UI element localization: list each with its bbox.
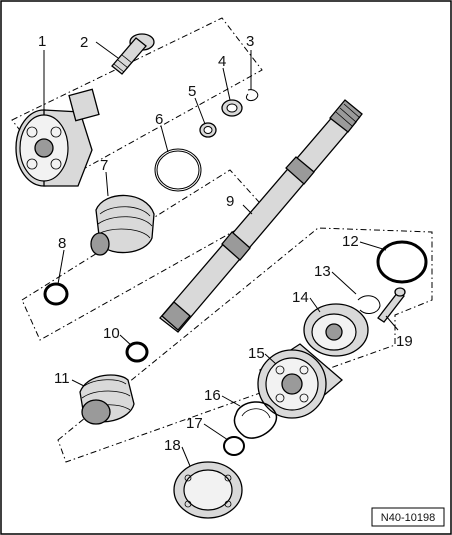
cap [173, 461, 243, 519]
inner-joint-group-box [57, 227, 433, 463]
outer-cv-joint [15, 88, 100, 187]
gasket [233, 401, 278, 439]
outer-boot [90, 194, 155, 256]
hose-clip-8 [43, 282, 69, 306]
callout-13: 13 [314, 263, 331, 280]
hose-clip-6 [154, 148, 202, 192]
callout-3: 3 [246, 33, 254, 50]
circlip-13 [357, 295, 381, 314]
drive-shaft [159, 99, 363, 333]
callout-5: 5 [188, 83, 196, 100]
reference-code-box: N40-10198 [371, 507, 445, 527]
callout-17: 17 [186, 415, 203, 432]
inner-cv-joint [257, 343, 344, 419]
callout-4: 4 [218, 53, 226, 70]
callout-19: 19 [396, 333, 413, 350]
callout-18: 18 [164, 437, 181, 454]
inner-boot [79, 374, 135, 425]
callout-12: 12 [342, 233, 359, 250]
circlip-3 [245, 89, 259, 101]
bolt [111, 33, 155, 75]
hose-clip-12 [376, 240, 428, 284]
leader-lines [43, 41, 399, 467]
inner-cv-joint-cover [303, 303, 369, 357]
bolt-19 [377, 287, 406, 323]
circlip-17 [223, 436, 245, 456]
callout-15: 15 [248, 345, 265, 362]
callout-14: 14 [292, 289, 309, 306]
callout-labels: 1 2 3 4 5 6 7 8 9 10 11 12 13 14 15 16 1… [38, 33, 413, 454]
spacer-ring-4 [221, 99, 243, 117]
callout-1: 1 [38, 33, 46, 50]
callout-9: 9 [226, 193, 234, 210]
reference-code: N40-10198 [381, 512, 435, 524]
callout-16: 16 [204, 387, 221, 404]
callout-11: 11 [54, 370, 70, 387]
callout-6: 6 [155, 111, 163, 128]
callout-2: 2 [80, 34, 88, 51]
callout-8: 8 [58, 235, 66, 252]
callout-10: 10 [103, 325, 120, 342]
callout-7: 7 [100, 157, 108, 174]
dished-washer-5 [199, 122, 217, 138]
hose-clip-10 [125, 341, 149, 363]
